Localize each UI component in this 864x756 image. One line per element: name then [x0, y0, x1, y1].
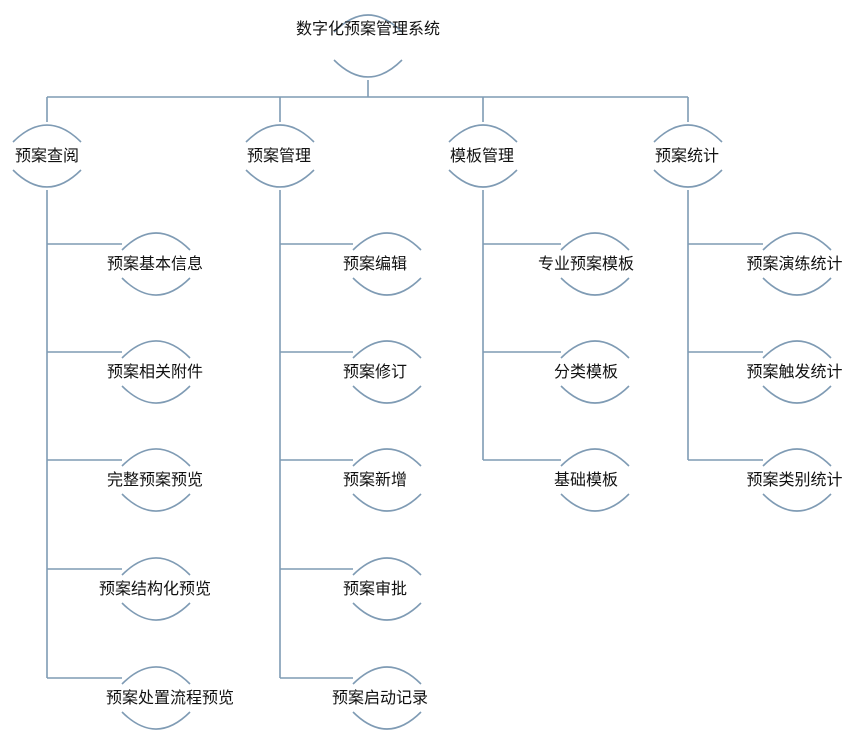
node-arc-bottom	[352, 493, 422, 512]
leaf-label: 专业预案模板	[537, 254, 634, 273]
node-arc-bottom	[12, 169, 82, 188]
node-arc-top	[121, 340, 191, 359]
node-arc-top	[762, 448, 832, 467]
node-arc-top	[352, 340, 422, 359]
leaf-label: 预案结构化预览	[98, 579, 211, 598]
leaf-label: 预案类别统计	[746, 470, 843, 489]
node-arc-bottom	[333, 59, 403, 78]
node-arc-bottom	[762, 385, 832, 404]
node-arc-bottom	[121, 493, 191, 512]
leaf-label: 基础模板	[553, 470, 618, 489]
node-arc-bottom	[653, 169, 723, 188]
node-arc-top	[653, 124, 723, 143]
leaf-label: 预案触发统计	[746, 362, 843, 381]
node-arc-top	[352, 666, 422, 685]
node-arc-bottom	[560, 385, 630, 404]
node-arc-bottom	[352, 385, 422, 404]
leaf-label: 预案演练统计	[746, 254, 843, 273]
node-arc-bottom	[762, 277, 832, 296]
leaf-label: 预案审批	[342, 579, 407, 598]
node-arc-top	[352, 448, 422, 467]
leaf-label: 预案启动记录	[331, 688, 428, 707]
node-arc-top	[560, 340, 630, 359]
node-arc-bottom	[352, 711, 422, 730]
node-arc-top	[762, 232, 832, 251]
branch-label-manage: 预案管理	[246, 146, 311, 165]
node-arc-bottom	[560, 493, 630, 512]
leaf-label: 预案编辑	[342, 254, 407, 273]
node-arc-top	[762, 340, 832, 359]
leaf-label: 预案修订	[342, 362, 407, 381]
node-arc-bottom	[121, 385, 191, 404]
node-arc-top	[560, 232, 630, 251]
branch-label-template: 模板管理	[449, 146, 514, 165]
node-arc-bottom	[560, 277, 630, 296]
leaf-label: 完整预案预览	[106, 470, 203, 489]
leaf-label: 预案相关附件	[106, 362, 203, 381]
node-arc-top	[448, 124, 518, 143]
node-arc-top	[121, 557, 191, 576]
node-arc-top	[121, 232, 191, 251]
node-arc-bottom	[121, 277, 191, 296]
leaf-label: 预案处置流程预览	[105, 688, 234, 707]
node-arc-top	[352, 557, 422, 576]
node-arc-bottom	[762, 493, 832, 512]
node-arc-top	[121, 666, 191, 685]
node-arc-top	[245, 124, 315, 143]
branch-label-stats: 预案统计	[654, 146, 719, 165]
leaf-label: 预案新增	[342, 470, 407, 489]
node-arc-bottom	[245, 169, 315, 188]
leaf-label: 分类模板	[553, 362, 618, 381]
node-arc-bottom	[121, 711, 191, 730]
root-node-label: 数字化预案管理系统	[295, 19, 440, 38]
node-arc-top	[333, 14, 403, 33]
node-arc-top	[352, 232, 422, 251]
branch-label-preview: 预案查阅	[14, 146, 79, 165]
node-arc-bottom	[352, 602, 422, 621]
node-arc-bottom	[352, 277, 422, 296]
node-arc-top	[12, 124, 82, 143]
node-arc-top	[121, 448, 191, 467]
node-arc-bottom	[121, 602, 191, 621]
node-arc-bottom	[448, 169, 518, 188]
leaf-label: 预案基本信息	[106, 254, 203, 273]
node-arc-top	[560, 448, 630, 467]
